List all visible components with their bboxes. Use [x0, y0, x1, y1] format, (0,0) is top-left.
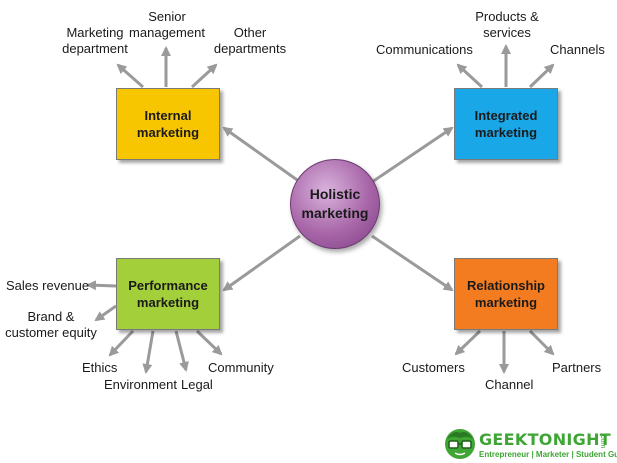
- arrow-other-departments: [190, 63, 218, 89]
- internal-marketing-box: Internal marketing: [116, 88, 220, 160]
- arrow-to-internal: [222, 126, 301, 184]
- arrow-to-performance: [222, 234, 301, 292]
- label-customers: Customers: [402, 360, 465, 375]
- arrow-partners: [528, 329, 555, 356]
- holistic-marketing-circle: Holistic marketing: [290, 159, 380, 249]
- label-ethics: Ethics: [82, 360, 118, 375]
- label-senior-management: Senior management: [129, 9, 205, 40]
- logo-name: GEEKTONIGHT: [479, 430, 611, 449]
- label-partners: Partners: [552, 360, 602, 375]
- arrow-community: [195, 329, 223, 356]
- geektonight-logo: GEEKTONIGHT .com Entrepreneur | Marketer…: [443, 427, 617, 461]
- logo-tagline: Entrepreneur | Marketer | Student Guide: [479, 450, 617, 459]
- label-products-services: Products & services: [475, 9, 539, 40]
- label-channels: Channels: [550, 42, 605, 57]
- label-communications: Communications: [376, 42, 473, 57]
- label-environment: Environment: [104, 377, 177, 392]
- arrow-ethics: [108, 329, 135, 357]
- arrow-to-integrated: [371, 126, 454, 184]
- label-other-departments: Other departments: [213, 25, 287, 56]
- arrow-customers: [454, 329, 482, 356]
- relationship-marketing-box: Relationship marketing: [454, 258, 558, 330]
- arrow-environment: [142, 330, 155, 374]
- label-channel: Channel: [485, 377, 534, 392]
- arrow-channels: [528, 63, 555, 89]
- geek-mascot-icon: [445, 429, 475, 459]
- label-legal: Legal: [181, 377, 213, 392]
- label-brand-customer-equity: Brand & customer equity: [5, 309, 97, 340]
- arrow-legal: [174, 330, 189, 372]
- arrow-communications: [456, 63, 484, 89]
- label-community: Community: [208, 360, 274, 375]
- arrow-sales-revenue: [86, 280, 117, 291]
- arrow-to-relationship: [371, 234, 454, 292]
- label-sales-revenue: Sales revenue: [6, 278, 90, 293]
- arrow-marketing-department: [116, 63, 144, 89]
- logo-suffix: .com: [599, 433, 606, 449]
- label-marketing-department: Marketing department: [62, 25, 128, 56]
- integrated-marketing-box: Integrated marketing: [454, 88, 558, 160]
- performance-marketing-box: Performance marketing: [116, 258, 220, 330]
- arrow-brand-equity: [94, 304, 117, 322]
